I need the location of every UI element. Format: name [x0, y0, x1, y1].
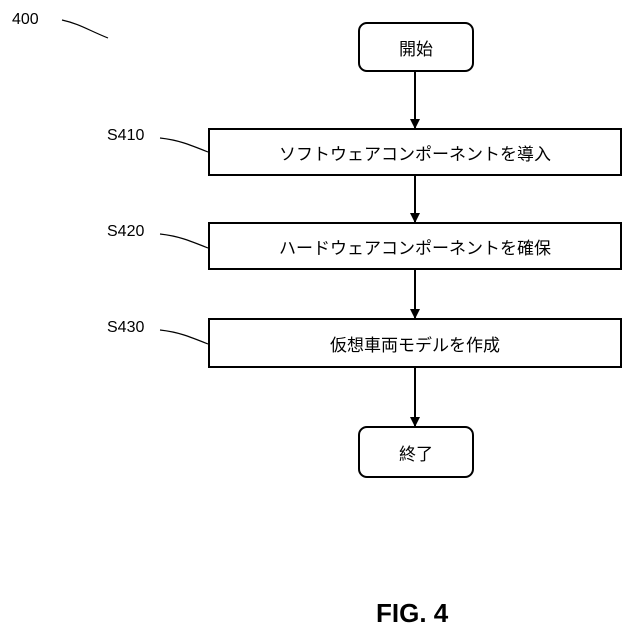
step-box-s430: 仮想車両モデルを作成	[208, 318, 622, 368]
end-node-label: 終了	[399, 440, 433, 465]
step-id-s430: S430	[107, 320, 144, 336]
step-text-s430: 仮想車両モデルを作成	[330, 331, 500, 356]
start-node-label: 開始	[399, 35, 433, 60]
step-id-s410: S410	[107, 128, 144, 144]
figure-ref-label: 400	[12, 12, 39, 28]
leader-s410	[160, 138, 208, 152]
ref-leader-400	[62, 20, 108, 38]
step-box-s420: ハードウェアコンポーネントを確保	[208, 222, 622, 270]
end-node: 終了	[358, 426, 474, 478]
step-text-s410: ソフトウェアコンポーネントを導入	[279, 140, 551, 165]
figure-caption: FIG. 4	[376, 598, 448, 629]
step-text-s420: ハードウェアコンポーネントを確保	[279, 234, 551, 259]
step-box-s410: ソフトウェアコンポーネントを導入	[208, 128, 622, 176]
leader-s430	[160, 330, 208, 344]
leader-s420	[160, 234, 208, 248]
start-node: 開始	[358, 22, 474, 72]
step-id-s420: S420	[107, 224, 144, 240]
